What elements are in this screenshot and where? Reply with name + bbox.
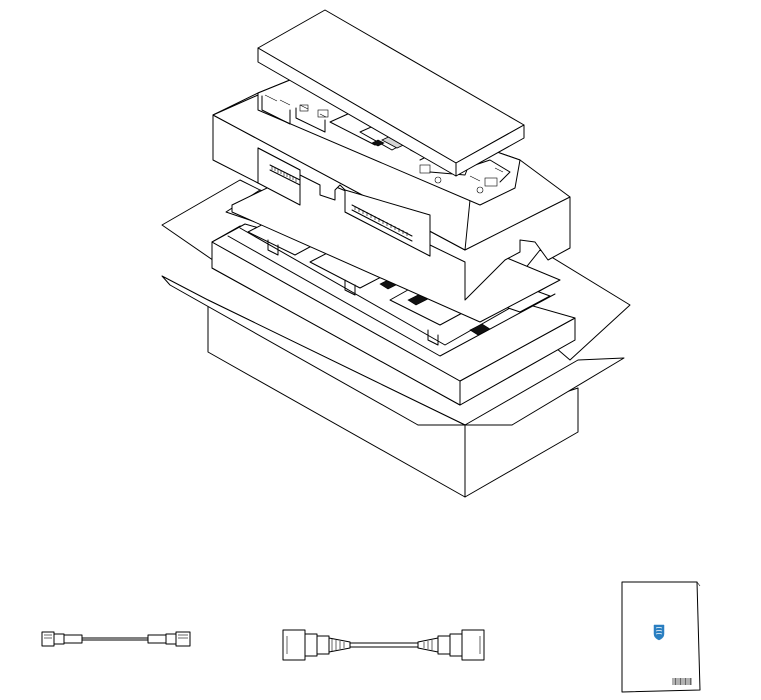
comb-bar-right <box>351 204 413 242</box>
comb-bar-left <box>269 164 301 186</box>
manual-booklet <box>621 581 701 693</box>
network-cable <box>41 631 191 647</box>
power-cord <box>282 629 485 661</box>
lid-side <box>455 124 525 177</box>
barcode-icon <box>672 678 692 685</box>
shield-logo-icon <box>653 624 665 641</box>
top-foam-lid <box>257 9 525 177</box>
